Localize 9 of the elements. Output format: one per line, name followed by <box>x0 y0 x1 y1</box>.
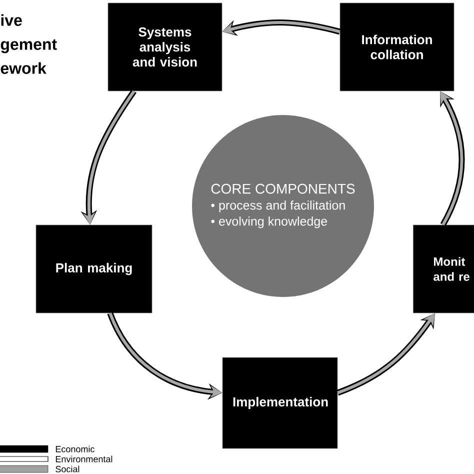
legend-label: Environmental <box>56 456 112 462</box>
process-box: Plan making <box>36 224 152 314</box>
process-box: Monit and re <box>413 224 474 314</box>
process-box: Systems analysis and vision <box>108 2 222 92</box>
legend-label: Economic <box>56 446 94 452</box>
legend-label: Social <box>56 466 80 472</box>
process-box: Information collation <box>340 2 454 92</box>
title: ive gement ework <box>0 14 57 74</box>
process-box: Implementation <box>222 357 338 449</box>
